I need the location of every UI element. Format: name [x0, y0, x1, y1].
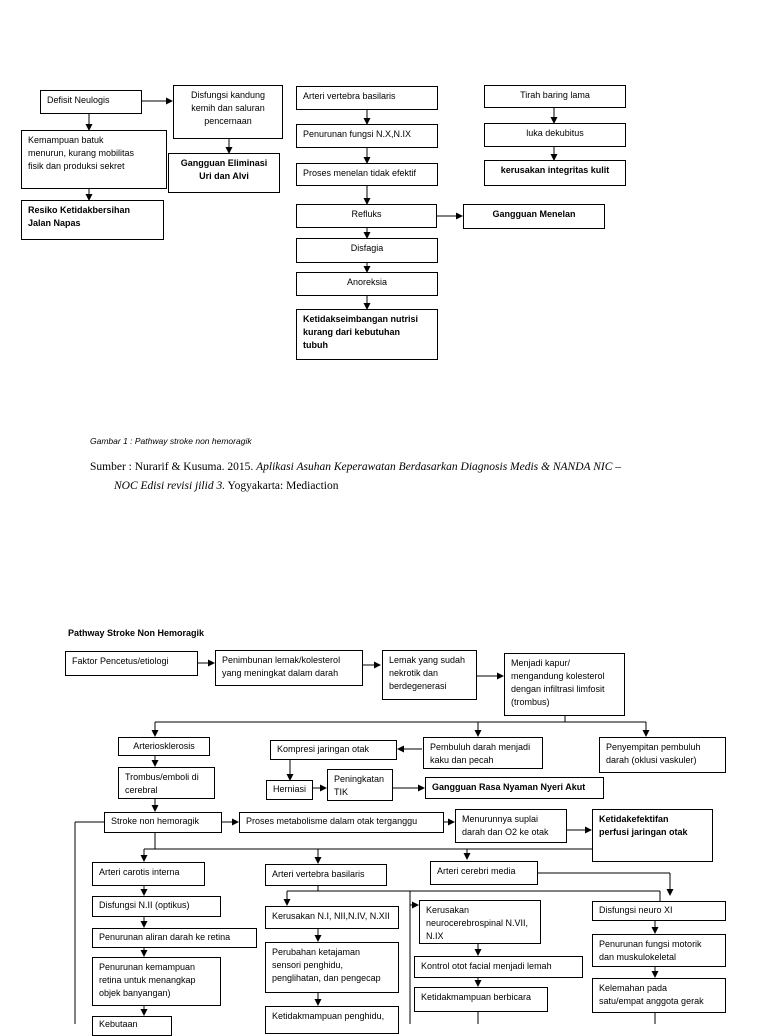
- box-gangguan-menelan: Gangguan Menelan: [463, 204, 605, 229]
- box-defisit-neulogis: Defisit Neulogis: [40, 90, 142, 114]
- source-suffix: Yogyakarta: Mediaction: [225, 480, 339, 492]
- box-kelemahan: Kelemahan pada satu/empat anggota gerak: [592, 978, 726, 1013]
- box-ketidakmampuan-penghidu: Ketidakmampuan penghidu,: [265, 1006, 399, 1034]
- source-line-2: NOC Edisi revisi jilid 3. Yogyakarta: Me…: [90, 477, 650, 496]
- box-ketidakefektifan-perfusi: Ketidakefektifan perfusi jaringan otak: [592, 809, 713, 862]
- box-pembuluh-kaku: Pembuluh darah menjadi kaku dan pecah: [423, 737, 543, 769]
- box-kebutaan: Kebutaan: [92, 1016, 172, 1036]
- box-arteri-vertebra: Arteri vertebra basilaris: [296, 86, 438, 110]
- figure-caption: Gambar 1 : Pathway stroke non hemoragik: [90, 436, 252, 446]
- box-penurunan-kemampuan: Penurunan kemampuan retina untuk menangk…: [92, 957, 221, 1006]
- box-proses-metabolisme: Proses metabolisme dalam otak terganggu: [239, 812, 444, 833]
- box-lemak-nekrotik: Lemak yang sudah nekrotik dan berdegener…: [382, 650, 477, 700]
- box-kemampuan-batuk: Kemampuan batuk menurun, kurang mobilita…: [21, 130, 167, 189]
- box-penurunan-aliran: Penurunan aliran darah ke retina: [92, 928, 257, 948]
- box-kerusakan-neurocerebrospinal: Kerusakan neurocerebrospinal N.VII, N.IX: [419, 900, 541, 944]
- box-penurunan-motorik: Penurunan fungsi motorik dan muskulokele…: [592, 934, 726, 967]
- box-penimbunan-lemak: Penimbunan lemak/kolesterol yang meningk…: [215, 650, 363, 686]
- source-title-2: NOC Edisi revisi jilid 3.: [114, 480, 226, 492]
- box-tirah-baring: Tirah baring lama: [484, 85, 626, 108]
- box-gangguan-nyeri: Gangguan Rasa Nyaman Nyeri Akut: [425, 777, 604, 799]
- box-ketidakmampuan-berbicara: Ketidakmampuan berbicara: [414, 987, 548, 1012]
- box-kompresi-jaringan: Kompresi jaringan otak: [270, 740, 397, 760]
- box-stroke-non-hemoragik: Stroke non hemoragik: [104, 812, 222, 833]
- box-resiko-jalan-napas: Resiko Ketidakbersihan Jalan Napas: [21, 200, 164, 240]
- pathway-title: Pathway Stroke Non Hemoragik: [68, 628, 205, 638]
- box-refluks: Refluks: [296, 204, 437, 228]
- box-penurunan-fungsi: Penurunan fungsi N.X,N.IX: [296, 124, 438, 148]
- box-herniasi: Herniasi: [266, 780, 313, 800]
- box-faktor-pencetus: Faktor Pencetus/etiologi: [65, 651, 198, 676]
- box-arteri-cerebri: Arteri cerebri media: [430, 861, 538, 885]
- box-ketidakseimbangan-nutrisi: Ketidakseimbangan nutrisi kurang dari ke…: [296, 309, 438, 360]
- box-kerusakan-n1: Kerusakan N.I, NII,N.IV, N.XII: [265, 906, 399, 929]
- box-luka-dekubitus: luka dekubitus: [484, 123, 626, 147]
- box-anoreksia: Anoreksia: [296, 272, 438, 296]
- box-perubahan-ketajaman: Perubahan ketajaman sensori penghidu, pe…: [265, 942, 399, 993]
- box-disfungsi-kandung: Disfungsi kandung kemih dan saluran penc…: [173, 85, 283, 139]
- box-arteri-vertebra-2: Arteri vertebra basilaris: [265, 864, 387, 886]
- box-kontrol-otot: Kontrol otot facial menjadi lemah: [414, 956, 583, 978]
- source-citation: Sumber : Nurarif & Kusuma. 2015. Aplikas…: [90, 458, 650, 496]
- box-menurunnya-suplai: Menurunnya suplai darah dan O2 ke otak: [455, 809, 567, 843]
- box-peningkatan-tik: Peningkatan TIK: [327, 769, 393, 801]
- source-title-1: Aplikasi Asuhan Keperawatan Berdasarkan …: [256, 461, 622, 473]
- box-kerusakan-integritas: kerusakan integritas kulit: [484, 160, 626, 186]
- box-disfungsi-n2: Disfungsi N.II (optikus): [92, 896, 221, 917]
- box-arteriosklerosis: Arteriosklerosis: [118, 737, 210, 756]
- box-penyempitan-pembuluh: Penyempitan pembuluh darah (oklusi vasku…: [599, 737, 726, 773]
- box-proses-menelan: Proses menelan tidak efektif: [296, 163, 438, 186]
- box-menjadi-kapur: Menjadi kapur/ mengandung kolesterol den…: [504, 653, 625, 716]
- box-disfagia: Disfagia: [296, 238, 438, 263]
- source-prefix: Sumber : Nurarif & Kusuma. 2015.: [90, 461, 257, 473]
- box-disfungsi-neuro-xi: Disfungsi neuro XI: [592, 901, 726, 921]
- box-arteri-carotis: Arteri carotis interna: [92, 862, 205, 886]
- box-trombus-emboli: Trombus/emboli di cerebral: [118, 767, 215, 799]
- box-gangguan-eliminasi: Gangguan Eliminasi Uri dan Alvi: [168, 153, 280, 193]
